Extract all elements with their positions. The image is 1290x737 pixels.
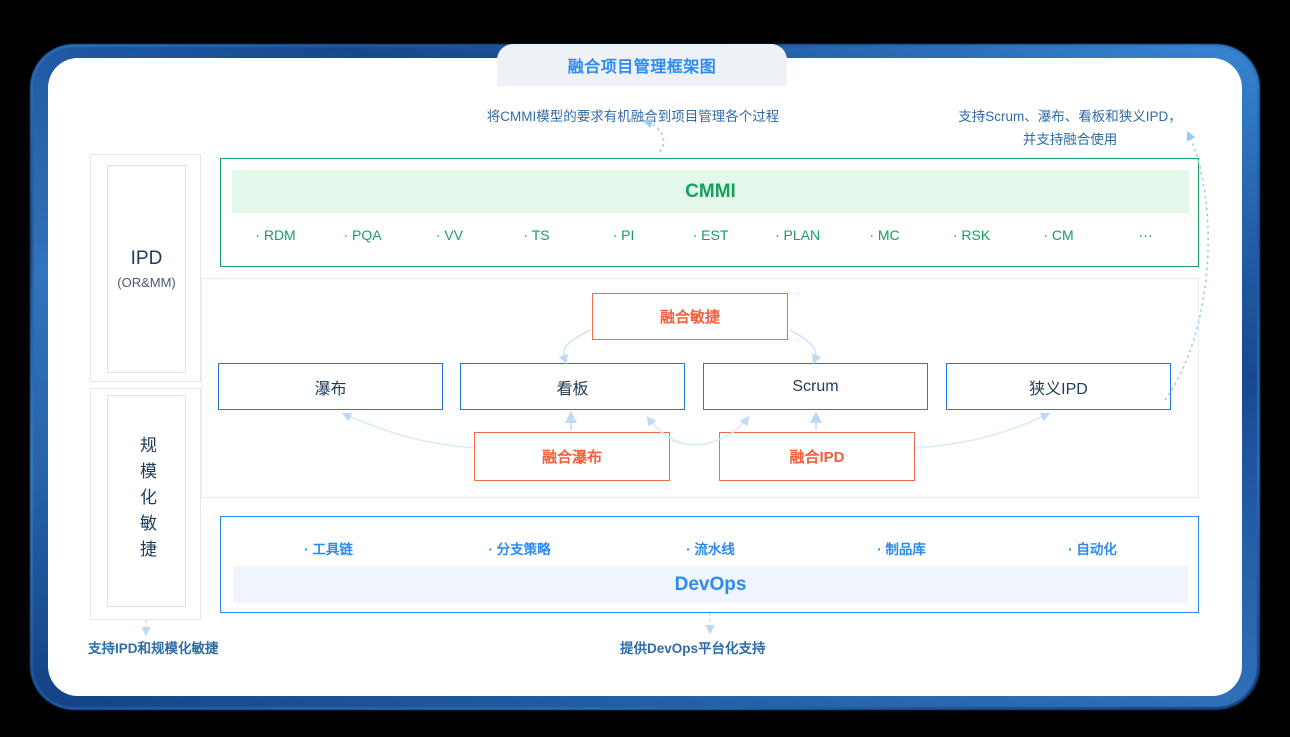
devops-item: · 自动化 bbox=[1068, 541, 1117, 557]
scaled-agile-box[interactable]: 规模化敏捷 bbox=[107, 395, 186, 607]
devops-label: DevOps bbox=[674, 573, 747, 595]
ipd-label: IPD bbox=[130, 248, 163, 269]
fusion-box-waterfall[interactable]: 融合瀑布 bbox=[474, 432, 670, 481]
cmmi-item: · EST bbox=[692, 227, 729, 243]
devops-item: · 分支策略 bbox=[488, 541, 551, 557]
fusion-box-ipd[interactable]: 融合IPD bbox=[719, 432, 915, 481]
devops-band: DevOps bbox=[233, 566, 1188, 603]
method-box-waterfall[interactable]: 瀑布 bbox=[218, 363, 443, 410]
scaled-agile-outer-box: 规模化敏捷 bbox=[90, 388, 201, 620]
cmmi-item: · PI bbox=[612, 227, 635, 243]
cmmi-item: · PQA bbox=[343, 227, 382, 243]
note-methods: 支持Scrum、瀑布、看板和狭义IPD， 并支持融合使用 bbox=[958, 109, 1182, 147]
ipd-box[interactable]: IPD (OR&MM) bbox=[107, 165, 186, 373]
fusion-box-agile[interactable]: 融合敏捷 bbox=[592, 293, 788, 340]
devops-item-list: · 工具链 · 分支策略 · 流水线 · 制品库 · 自动化 bbox=[233, 525, 1188, 570]
cmmi-block: CMMI · RDM· PQA· VV· TS· PI· EST· PLAN· … bbox=[220, 158, 1199, 267]
cmmi-item: · PLAN bbox=[774, 227, 821, 243]
page-title: 融合项目管理框架图 bbox=[567, 59, 717, 76]
cmmi-item: · MC bbox=[869, 227, 900, 243]
cmmi-item: · RSK bbox=[952, 227, 991, 243]
cmmi-item: · VV bbox=[435, 227, 464, 243]
ipd-outer-box: IPD (OR&MM) bbox=[90, 154, 201, 382]
devops-item: · 制品库 bbox=[877, 541, 926, 557]
devops-item: · 流水线 bbox=[686, 541, 735, 557]
cmmi-item: · RDM bbox=[255, 227, 296, 243]
method-box-kanban[interactable]: 看板 bbox=[460, 363, 685, 410]
method-box-narrow-ipd[interactable]: 狭义IPD bbox=[946, 363, 1171, 410]
cmmi-item: · TS bbox=[523, 227, 550, 243]
cmmi-band: CMMI bbox=[232, 170, 1189, 213]
ipd-sublabel: (OR&MM) bbox=[117, 275, 176, 290]
caption-center: 提供DevOps平台化支持 bbox=[620, 641, 766, 656]
note-cmmi: 将CMMI模型的要求有机融合到项目管理各个过程 bbox=[486, 109, 780, 124]
cmmi-label: CMMI bbox=[685, 180, 736, 202]
cmmi-item: ··· bbox=[1138, 227, 1153, 243]
cmmi-item: · CM bbox=[1043, 227, 1074, 243]
cmmi-item-list: · RDM · PQA · VV · TS · PI · EST · PLAN · MC · R… bbox=[232, 215, 1189, 255]
caption-left: 支持IPD和规模化敏捷 bbox=[88, 641, 219, 656]
devops-item: · 工具链 bbox=[304, 541, 353, 557]
method-box-scrum[interactable]: Scrum bbox=[703, 363, 928, 410]
devops-block: · 工具链 · 分支策略 · 流水线 · 制品库 · 自动化 DevOps bbox=[220, 516, 1199, 613]
scaled-agile-label: 规模化敏捷 bbox=[137, 436, 156, 566]
title-tab: 融合项目管理框架图 bbox=[497, 44, 787, 86]
